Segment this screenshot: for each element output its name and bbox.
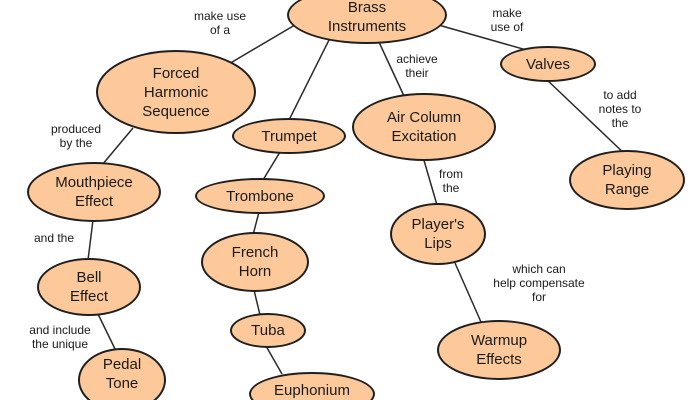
node-pedal-tone: Pedal Tone bbox=[78, 348, 166, 400]
edge-mouthpiece-bell bbox=[87, 219, 94, 261]
node-air-column-excitation: Air Column Excitation bbox=[352, 93, 496, 161]
edge-trumpet-trombone bbox=[262, 151, 281, 181]
node-trumpet: Trumpet bbox=[232, 118, 346, 154]
link-label-achieve-their: achieve their bbox=[396, 52, 438, 80]
edge-trombone-french bbox=[252, 211, 260, 236]
link-label-and-the: and the bbox=[33, 231, 75, 245]
edge-bell-pedal bbox=[97, 313, 117, 352]
node-playing-range: Playing Range bbox=[569, 150, 685, 210]
edge-lips-warmup bbox=[454, 262, 482, 323]
node-players-lips: Player's Lips bbox=[390, 203, 486, 265]
node-euphonium: Euphonium bbox=[249, 372, 375, 400]
edge-brass-trumpet bbox=[288, 37, 331, 121]
edge-french-tuba bbox=[253, 289, 261, 316]
node-forced-harmonic-sequence: Forced Harmonic Sequence bbox=[96, 50, 256, 134]
link-label-to-add-notes-to-the: to add notes to the bbox=[598, 88, 642, 130]
link-label-make-use-of-a: make use of a bbox=[193, 9, 247, 37]
link-label-and-include-the-unique: and include the unique bbox=[29, 323, 91, 351]
node-tuba: Tuba bbox=[230, 313, 306, 348]
link-label-which-can-help-compensate-for: which can help compensate for bbox=[493, 262, 585, 304]
edge-valves-range bbox=[544, 77, 629, 158]
edge-forced-mouthpiece bbox=[101, 127, 134, 166]
node-mouthpiece-effect: Mouthpiece Effect bbox=[27, 162, 161, 222]
edge-air-lips bbox=[422, 156, 438, 206]
edge-brass-air bbox=[377, 39, 405, 97]
node-bell-effect: Bell Effect bbox=[37, 258, 141, 316]
edge-tuba-euphonium bbox=[265, 345, 283, 375]
node-valves: Valves bbox=[500, 46, 596, 82]
edge-brass-forced bbox=[221, 21, 301, 69]
node-trombone: Trombone bbox=[195, 178, 325, 214]
link-label-produced-by-the: produced by the bbox=[50, 122, 102, 150]
link-label-make-use-of: make use of bbox=[490, 6, 524, 34]
node-french-horn: French Horn bbox=[201, 232, 309, 292]
link-label-from-the: from the bbox=[439, 167, 463, 195]
node-warmup-effects: Warmup Effects bbox=[437, 320, 561, 380]
